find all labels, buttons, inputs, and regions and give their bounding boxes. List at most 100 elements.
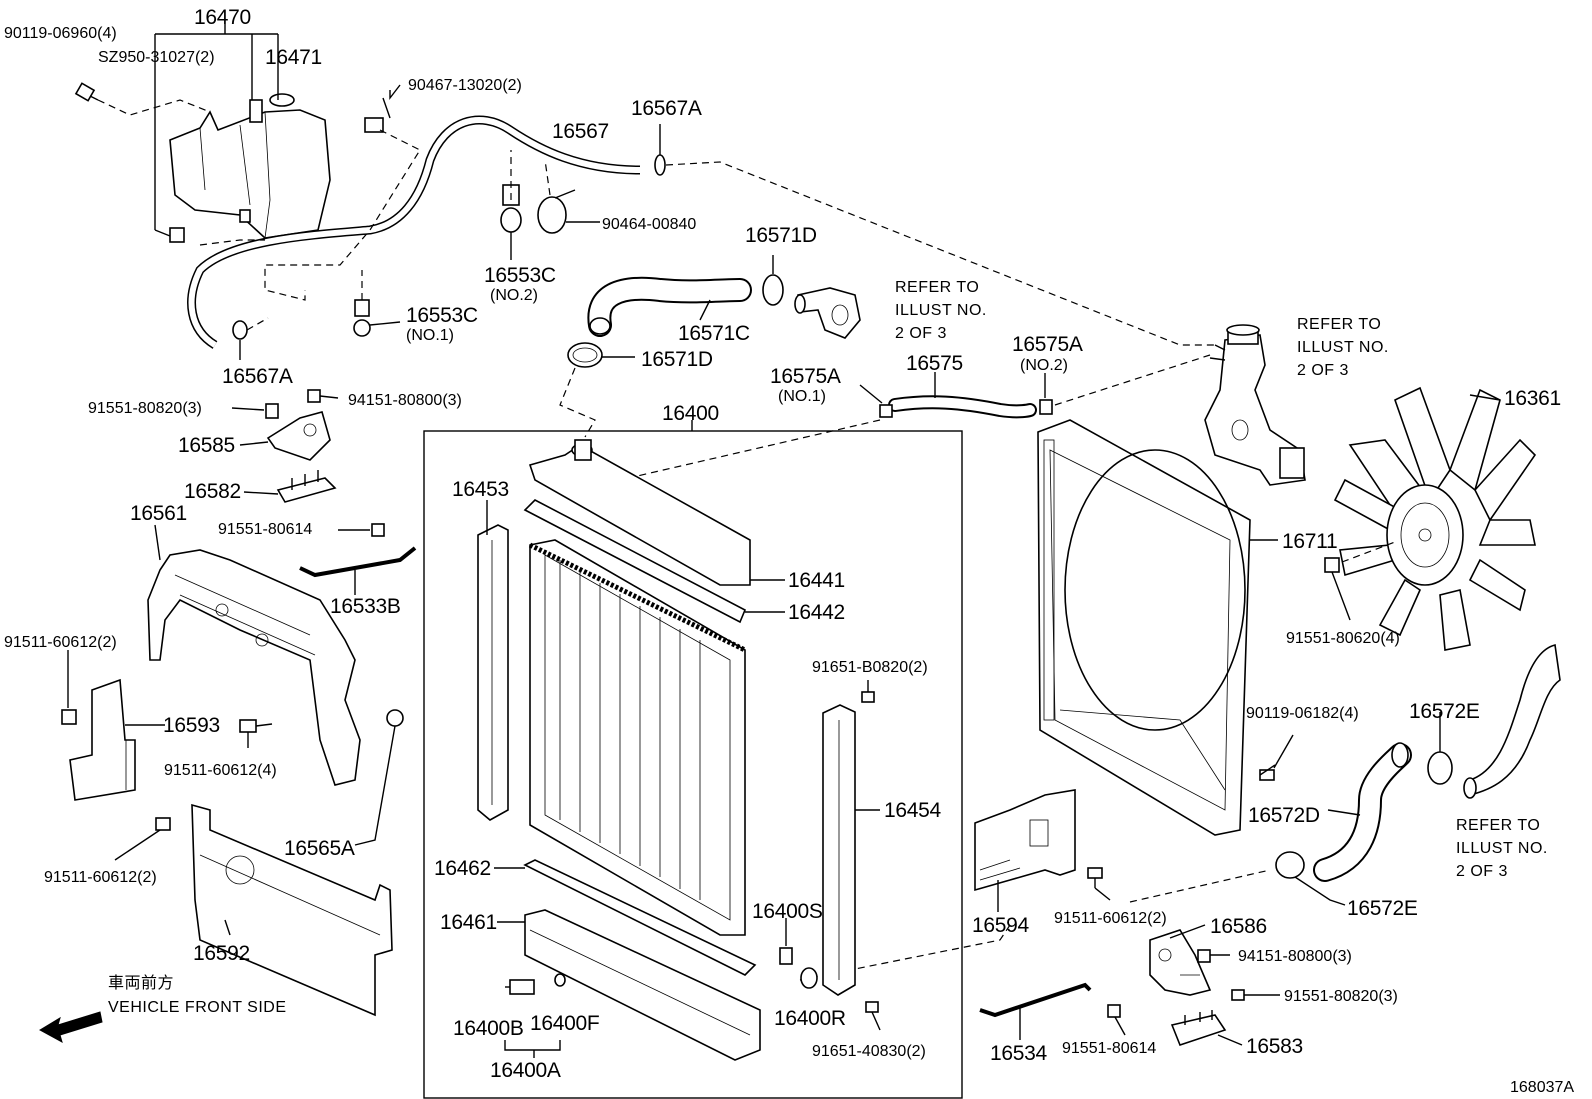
label-16453: 16453	[452, 478, 509, 501]
diagram-id: 168037A	[1510, 1079, 1574, 1096]
clamp-16571D-bottom	[567, 342, 603, 368]
label-16572E-bottom: 16572E	[1347, 897, 1418, 920]
vehicle-front-indicator: 車両前方 VEHICLE FRONT SIDE	[108, 974, 287, 1016]
label-16592: 16592	[193, 942, 250, 965]
label-91511-60612-a: 91511-60612(2)	[4, 634, 117, 651]
bolt-91551-80614-b	[1107, 1004, 1121, 1018]
svg-text:ILLUST NO.: ILLUST NO.	[895, 302, 987, 319]
label-16575A-no2: 16575A	[1012, 333, 1083, 356]
label-16361: 16361	[1504, 387, 1561, 410]
label-16586: 16586	[1210, 915, 1267, 938]
bracket-16593	[69, 678, 136, 801]
label-16471: 16471	[265, 46, 322, 69]
label-16567A-bottom: 16567A	[222, 365, 293, 388]
label-16462: 16462	[434, 857, 491, 880]
label-16583: 16583	[1246, 1035, 1303, 1058]
cover-16592	[191, 803, 393, 1017]
svg-text:REFER TO: REFER TO	[1297, 316, 1381, 333]
label-16470: 16470	[194, 6, 251, 29]
side-support-16453	[477, 524, 509, 821]
svg-text:2 OF 3: 2 OF 3	[1297, 362, 1349, 379]
label-16711: 16711	[1282, 530, 1337, 553]
label-16553C-no1: 16553C	[406, 304, 478, 327]
clamp-16553C-no2	[500, 184, 522, 233]
label-16575A-no1: 16575A	[770, 365, 841, 388]
label-90119-06182: 90119-06182(4)	[1246, 705, 1359, 722]
label-16400B: 16400B	[453, 1017, 524, 1040]
label-16533B: 16533B	[330, 595, 401, 618]
clamp-16553C-no1	[353, 299, 371, 337]
label-16400A: 16400A	[490, 1059, 561, 1082]
lower-pipe	[1463, 644, 1561, 799]
bolt-91651-40830	[865, 1001, 879, 1013]
bolt-91511-60612-c	[155, 817, 171, 831]
bracket-16582	[276, 470, 337, 503]
label-16571C: 16571C	[678, 322, 750, 345]
fan-shroud	[1037, 419, 1251, 836]
label-91651-B0820: 91651-B0820(2)	[812, 659, 928, 676]
label-16571D-top: 16571D	[745, 224, 817, 247]
clamp-16572E-bottom	[1275, 851, 1305, 879]
label-16461: 16461	[440, 911, 497, 934]
label-16400: 16400	[662, 402, 719, 425]
label-91551-80614-a: 91551-80614	[218, 521, 312, 538]
label-91551-80820-a: 91551-80820(3)	[88, 400, 202, 417]
clamp-16572E-top	[1427, 751, 1453, 785]
svg-text:REFER TO: REFER TO	[895, 279, 979, 296]
nut-91551-80620	[1324, 557, 1340, 573]
label-90464-00840: 90464-00840	[602, 216, 696, 233]
clip-16567A-top	[654, 154, 666, 176]
label-16593: 16593	[163, 714, 220, 737]
label-16534: 16534	[990, 1042, 1048, 1065]
bracket-16594	[974, 789, 1076, 892]
label-16571D-bottom: 16571D	[641, 348, 713, 371]
svg-text:ILLUST NO.: ILLUST NO.	[1456, 840, 1548, 857]
label-90467-13020: 90467-13020(2)	[408, 77, 522, 94]
label-91511-60612-b: 91511-60612(4)	[164, 762, 277, 779]
radiator	[523, 439, 761, 1061]
label-91511-60612-d: 91511-60612(2)	[1054, 910, 1167, 927]
rod-16533B	[299, 546, 417, 578]
label-16594: 16594	[972, 914, 1030, 937]
clip-16575A-no2	[1039, 399, 1053, 415]
label-16553C-no2: 16553C	[484, 264, 556, 287]
reservoir-cap	[269, 93, 295, 107]
bolt-91511-60612-b	[239, 719, 273, 733]
label-16400R: 16400R	[774, 1007, 846, 1030]
bolt-91551-80820-a	[265, 403, 279, 419]
label-16400S: 16400S	[752, 900, 823, 923]
label-16572D: 16572D	[1248, 804, 1320, 827]
clamp-16571D-top	[762, 274, 784, 306]
direction-jp: 車両前方	[108, 974, 174, 992]
label-94151-80800-b: 94151-80800(3)	[1238, 948, 1352, 965]
label-16442: 16442	[788, 601, 845, 624]
bracket-16583	[1170, 1010, 1227, 1046]
refer-note-b: REFER TO ILLUST NO. 2 OF 3	[1297, 316, 1388, 379]
direction-en: VEHICLE FRONT SIDE	[108, 999, 287, 1016]
clip-16575A-no1	[879, 404, 893, 418]
label-91651-40830: 91651-40830(2)	[812, 1043, 926, 1060]
label-16567A-top: 16567A	[631, 97, 702, 120]
bolt-91551-80820-b	[1231, 989, 1245, 1001]
label-16582: 16582	[184, 480, 241, 503]
label-16454: 16454	[884, 799, 942, 822]
water-inlet-housing	[1204, 324, 1306, 486]
o-ring-16400F	[554, 973, 566, 987]
label-91551-80820-b: 91551-80820(3)	[1284, 988, 1398, 1005]
cooling-fan	[1333, 386, 1537, 651]
label-16575: 16575	[906, 352, 963, 375]
bolt-90119-06182	[1259, 764, 1276, 781]
part-labels: 16470 90119-06960(4) SZ950-31027(2) 1647…	[4, 6, 1574, 1096]
label-16400F: 16400F	[530, 1012, 599, 1035]
label-91551-80614-b: 91551-80614	[1062, 1040, 1156, 1057]
bracket-16585	[266, 411, 331, 461]
label-91551-80620: 91551-80620(4)	[1286, 630, 1400, 647]
plug-16400S	[779, 947, 793, 965]
svg-text:2 OF 3: 2 OF 3	[895, 325, 947, 342]
label-no2-b: (NO.2)	[1020, 357, 1068, 374]
label-16561: 16561	[130, 502, 187, 525]
radiator-assembly-box	[423, 430, 963, 1099]
upper-support-16561	[147, 549, 361, 786]
